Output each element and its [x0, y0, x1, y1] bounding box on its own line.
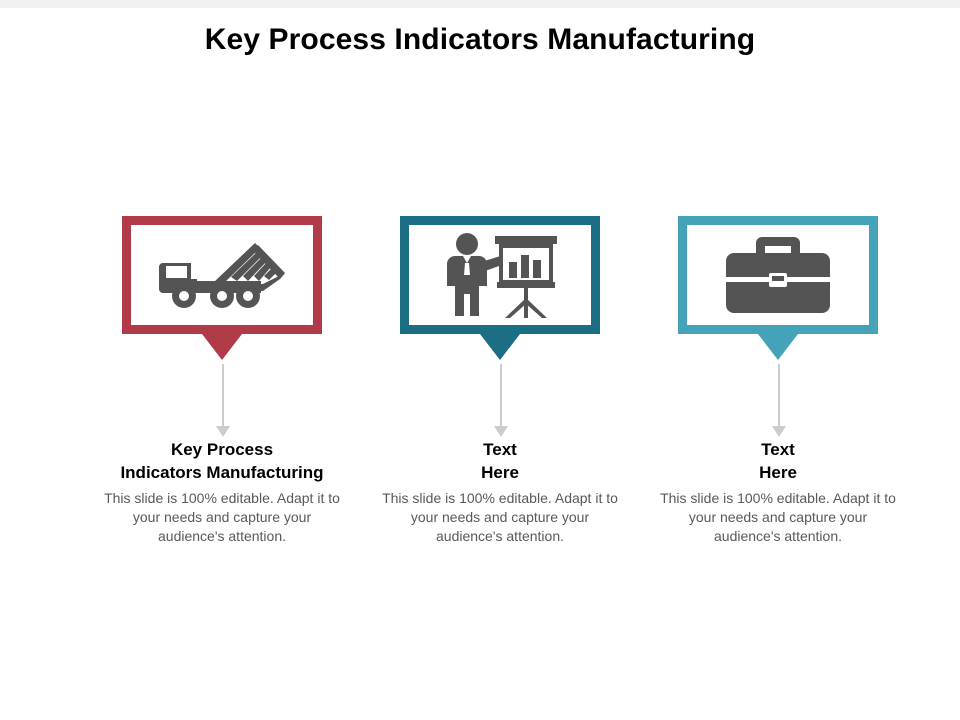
- top-band: [0, 0, 960, 8]
- callout-1[interactable]: [77, 216, 367, 366]
- presenter-with-bar-chart-icon: [409, 225, 591, 325]
- column-heading-2: Text Here: [481, 440, 519, 482]
- callout-3[interactable]: [633, 216, 923, 366]
- briefcase-icon: [687, 225, 869, 325]
- column-heading-3: Text Here: [759, 440, 797, 482]
- connector-arrow-3: [772, 426, 786, 437]
- connector-line-1: [222, 364, 224, 432]
- callout-box-3[interactable]: [678, 216, 878, 334]
- column-body-3: This slide is 100% editable. Adapt it to…: [660, 490, 896, 544]
- callout-tail-2: [480, 334, 520, 360]
- column-1: Key Process Indicators Manufacturing Thi…: [77, 216, 367, 544]
- page-title: Key Process Indicators Manufacturing: [204, 23, 756, 56]
- connector-line-2: [500, 364, 502, 432]
- connector-arrow-2: [494, 426, 508, 437]
- column-heading-1: Key Process Indicators Manufacturing: [120, 440, 324, 482]
- callout-2[interactable]: [355, 216, 645, 366]
- connector-arrow-1: [216, 426, 230, 437]
- column-3: Text Here This slide is 100% editable. A…: [633, 216, 923, 544]
- columns-container: Key Process Indicators Manufacturing Thi…: [0, 216, 960, 616]
- callout-tail-1: [202, 334, 242, 360]
- column-body-1: This slide is 100% editable. Adapt it to…: [104, 490, 340, 544]
- text-block-2: Text Here This slide is 100% editable. A…: [355, 438, 645, 546]
- column-2: Text Here This slide is 100% editable. A…: [355, 216, 645, 544]
- connector-line-3: [778, 364, 780, 432]
- text-block-1: Key Process Indicators Manufacturing Thi…: [77, 438, 367, 546]
- dump-truck-icon: [131, 225, 313, 325]
- text-block-3: Text Here This slide is 100% editable. A…: [633, 438, 923, 546]
- column-body-2: This slide is 100% editable. Adapt it to…: [382, 490, 618, 544]
- callout-box-1[interactable]: [122, 216, 322, 334]
- callout-box-2[interactable]: [400, 216, 600, 334]
- callout-tail-3: [758, 334, 798, 360]
